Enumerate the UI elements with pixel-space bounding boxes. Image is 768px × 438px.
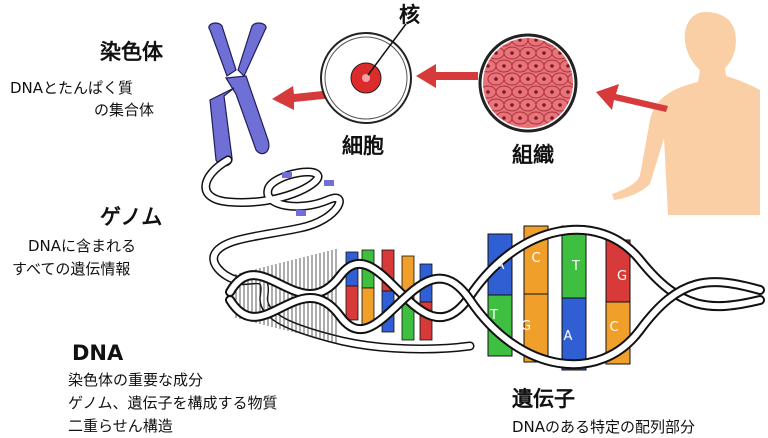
tissue-cell-nucleus <box>510 51 514 55</box>
human-body-icon <box>612 12 760 215</box>
base-bottom-1: T <box>489 308 498 323</box>
dna-title: DNA <box>72 341 124 365</box>
genome-title: ゲノム <box>100 205 163 229</box>
tissue-cell-nucleus <box>534 38 538 42</box>
tissue-label: 組織 <box>512 143 554 167</box>
gene-desc-1: DNAのある特定の配列部分 <box>512 418 696 436</box>
tissue-cell-nucleus <box>550 116 554 120</box>
base-segment <box>561 297 587 371</box>
tissue-cell-nucleus <box>486 116 490 120</box>
nucleus-pointer <box>367 23 407 76</box>
double-helix <box>225 224 765 371</box>
tissue-cell-nucleus <box>566 116 570 120</box>
tissue-cell-nucleus <box>526 77 530 81</box>
tissue-cell <box>567 72 573 86</box>
base-bottom-4: C <box>609 320 618 335</box>
cell-label: 細胞 <box>342 134 384 158</box>
base-top-2: C <box>531 251 540 266</box>
tissue-cell-nucleus <box>526 103 530 107</box>
tissue-icon <box>478 33 578 133</box>
tissue-cell-nucleus <box>502 90 506 94</box>
tissue-cell-nucleus <box>486 38 490 42</box>
chromosome-desc-1: DNAとたんぱく質 <box>10 79 134 97</box>
chromosome-icon <box>208 22 270 167</box>
dna-ribbon <box>201 155 475 354</box>
tissue-cell <box>559 85 573 99</box>
tissue-cell-nucleus <box>534 64 538 68</box>
tissue-cell-nucleus <box>518 38 522 42</box>
tissue-cell-nucleus <box>558 103 562 107</box>
base-top-4: G <box>617 269 627 284</box>
chromosome-title: 染色体 <box>100 40 163 64</box>
tissue-cell-nucleus <box>534 116 538 120</box>
base-bottom-2: G <box>521 319 531 334</box>
tissue-cell-nucleus <box>510 103 514 107</box>
tissue-cell-nucleus <box>574 103 578 107</box>
tissue-cell-nucleus <box>510 77 514 81</box>
base-top-3: T <box>571 259 580 274</box>
tissue-cell-nucleus <box>550 90 554 94</box>
tissue-cell <box>483 38 497 47</box>
dna-desc-1: 染色体の重要な成分 <box>68 371 204 389</box>
tissue-cell-nucleus <box>542 103 546 107</box>
tissue-cell-nucleus <box>502 64 506 68</box>
tissue-cell-nucleus <box>534 90 538 94</box>
tissue-cell-nucleus <box>494 103 498 107</box>
arrow-body-to-tissue <box>596 84 668 112</box>
tissue-cell-nucleus <box>526 51 530 55</box>
dna-desc-2: ゲノム、遺伝子を構成する物質 <box>68 394 278 412</box>
tissue-cell-nucleus <box>574 51 578 55</box>
tissue-cell-nucleus <box>486 90 490 94</box>
cell-icon <box>320 32 412 124</box>
chromosome-desc-2: の集合体 <box>94 101 155 119</box>
tissue-cell-nucleus <box>566 90 570 94</box>
tissue-cell-nucleus <box>518 90 522 94</box>
nucleus-label: 核 <box>399 3 420 27</box>
tissue-cell <box>559 38 573 47</box>
tissue-cell-nucleus <box>542 77 546 81</box>
tissue-cell-nucleus <box>558 77 562 81</box>
genome-desc-1: DNAに含まれる <box>28 237 137 255</box>
tissue-cell-nucleus <box>550 64 554 68</box>
gene-title: 遺伝子 <box>512 387 575 411</box>
tissue-cell-nucleus <box>542 51 546 55</box>
tissue-cell-nucleus <box>566 38 570 42</box>
tissue-cell-nucleus <box>486 64 490 68</box>
genome-desc-2: すべての遺伝情報 <box>12 260 131 278</box>
base-segment <box>345 285 359 321</box>
arrow-cell-to-chromosome <box>272 86 333 110</box>
tissue-cell-nucleus <box>502 116 506 120</box>
base-top-1: A <box>496 258 505 273</box>
base-pairs: A C T G T G A C <box>489 251 627 344</box>
dna-desc-3: 二重らせん構造 <box>68 417 173 435</box>
tissue-cell-nucleus <box>518 64 522 68</box>
tissue-cell <box>567 46 573 60</box>
tissue-cell-nucleus <box>494 77 498 81</box>
tissue-cell-nucleus <box>566 64 570 68</box>
tissue-cell-nucleus <box>518 116 522 120</box>
base-bottom-3: A <box>564 329 573 344</box>
arrow-tissue-to-cell <box>416 64 478 88</box>
